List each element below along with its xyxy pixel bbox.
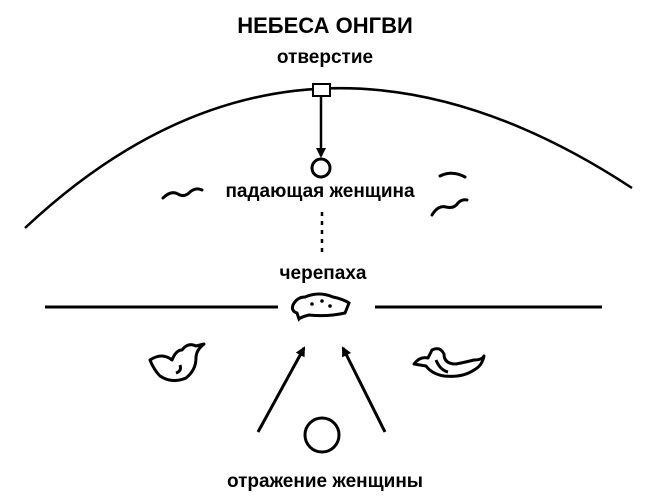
- reflection-arrow-left: [256, 346, 306, 433]
- falling-woman-circle: [310, 157, 332, 179]
- diagram-title: НЕБЕСА ОНГВИ: [237, 13, 413, 38]
- duck-left-icon: [148, 342, 206, 383]
- sky-opening: [312, 83, 331, 97]
- turtle-icon: [291, 292, 351, 322]
- duck-right-icon: [412, 347, 486, 378]
- reflection-circle: [303, 416, 341, 454]
- reflection-arrow-right: [341, 346, 387, 433]
- reflection-label: отражение женщины: [227, 471, 423, 492]
- bird-right-top-icon: [438, 171, 467, 179]
- opening-label: отверстие: [277, 47, 373, 68]
- sky-dome-arc: [24, 86, 633, 229]
- bird-left-icon: [161, 187, 204, 200]
- falling-woman-label: падающая женщина: [225, 181, 415, 202]
- bird-right-icon: [430, 198, 469, 217]
- turtle-label: черепаха: [280, 263, 367, 284]
